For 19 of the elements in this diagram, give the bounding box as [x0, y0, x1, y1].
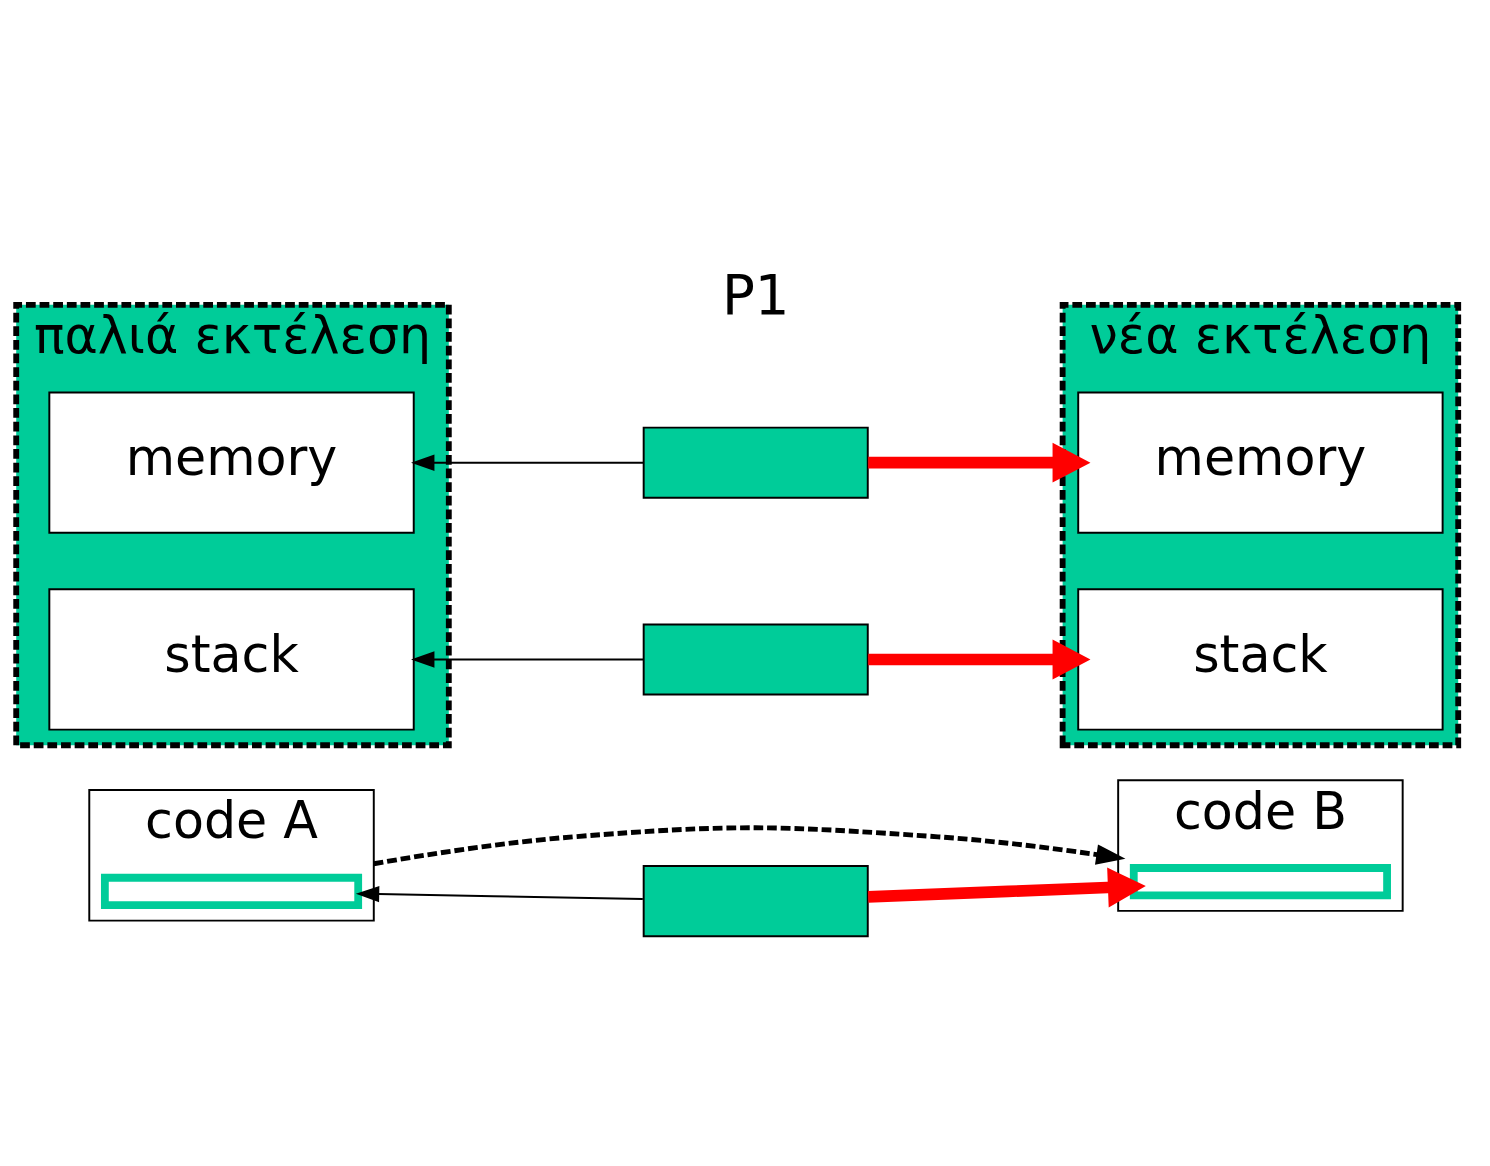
arrow	[355, 885, 644, 902]
node-box: memory	[48, 391, 415, 534]
arrow	[373, 824, 1126, 866]
label: P1	[721, 262, 790, 327]
node-box	[642, 864, 869, 937]
arrow	[411, 650, 645, 668]
cluster: code A	[88, 788, 375, 922]
arrow	[867, 867, 1146, 907]
cluster: code B	[1117, 778, 1404, 912]
node-box	[642, 426, 869, 499]
node-box: stack	[1077, 587, 1444, 731]
arrow	[868, 639, 1091, 679]
node-box: stack	[48, 587, 415, 731]
arrow	[411, 454, 645, 471]
node-bar	[1129, 863, 1391, 899]
arrow	[868, 442, 1091, 483]
node-box: memory	[1077, 391, 1444, 534]
node-box	[642, 622, 869, 696]
node-bar	[100, 873, 363, 909]
